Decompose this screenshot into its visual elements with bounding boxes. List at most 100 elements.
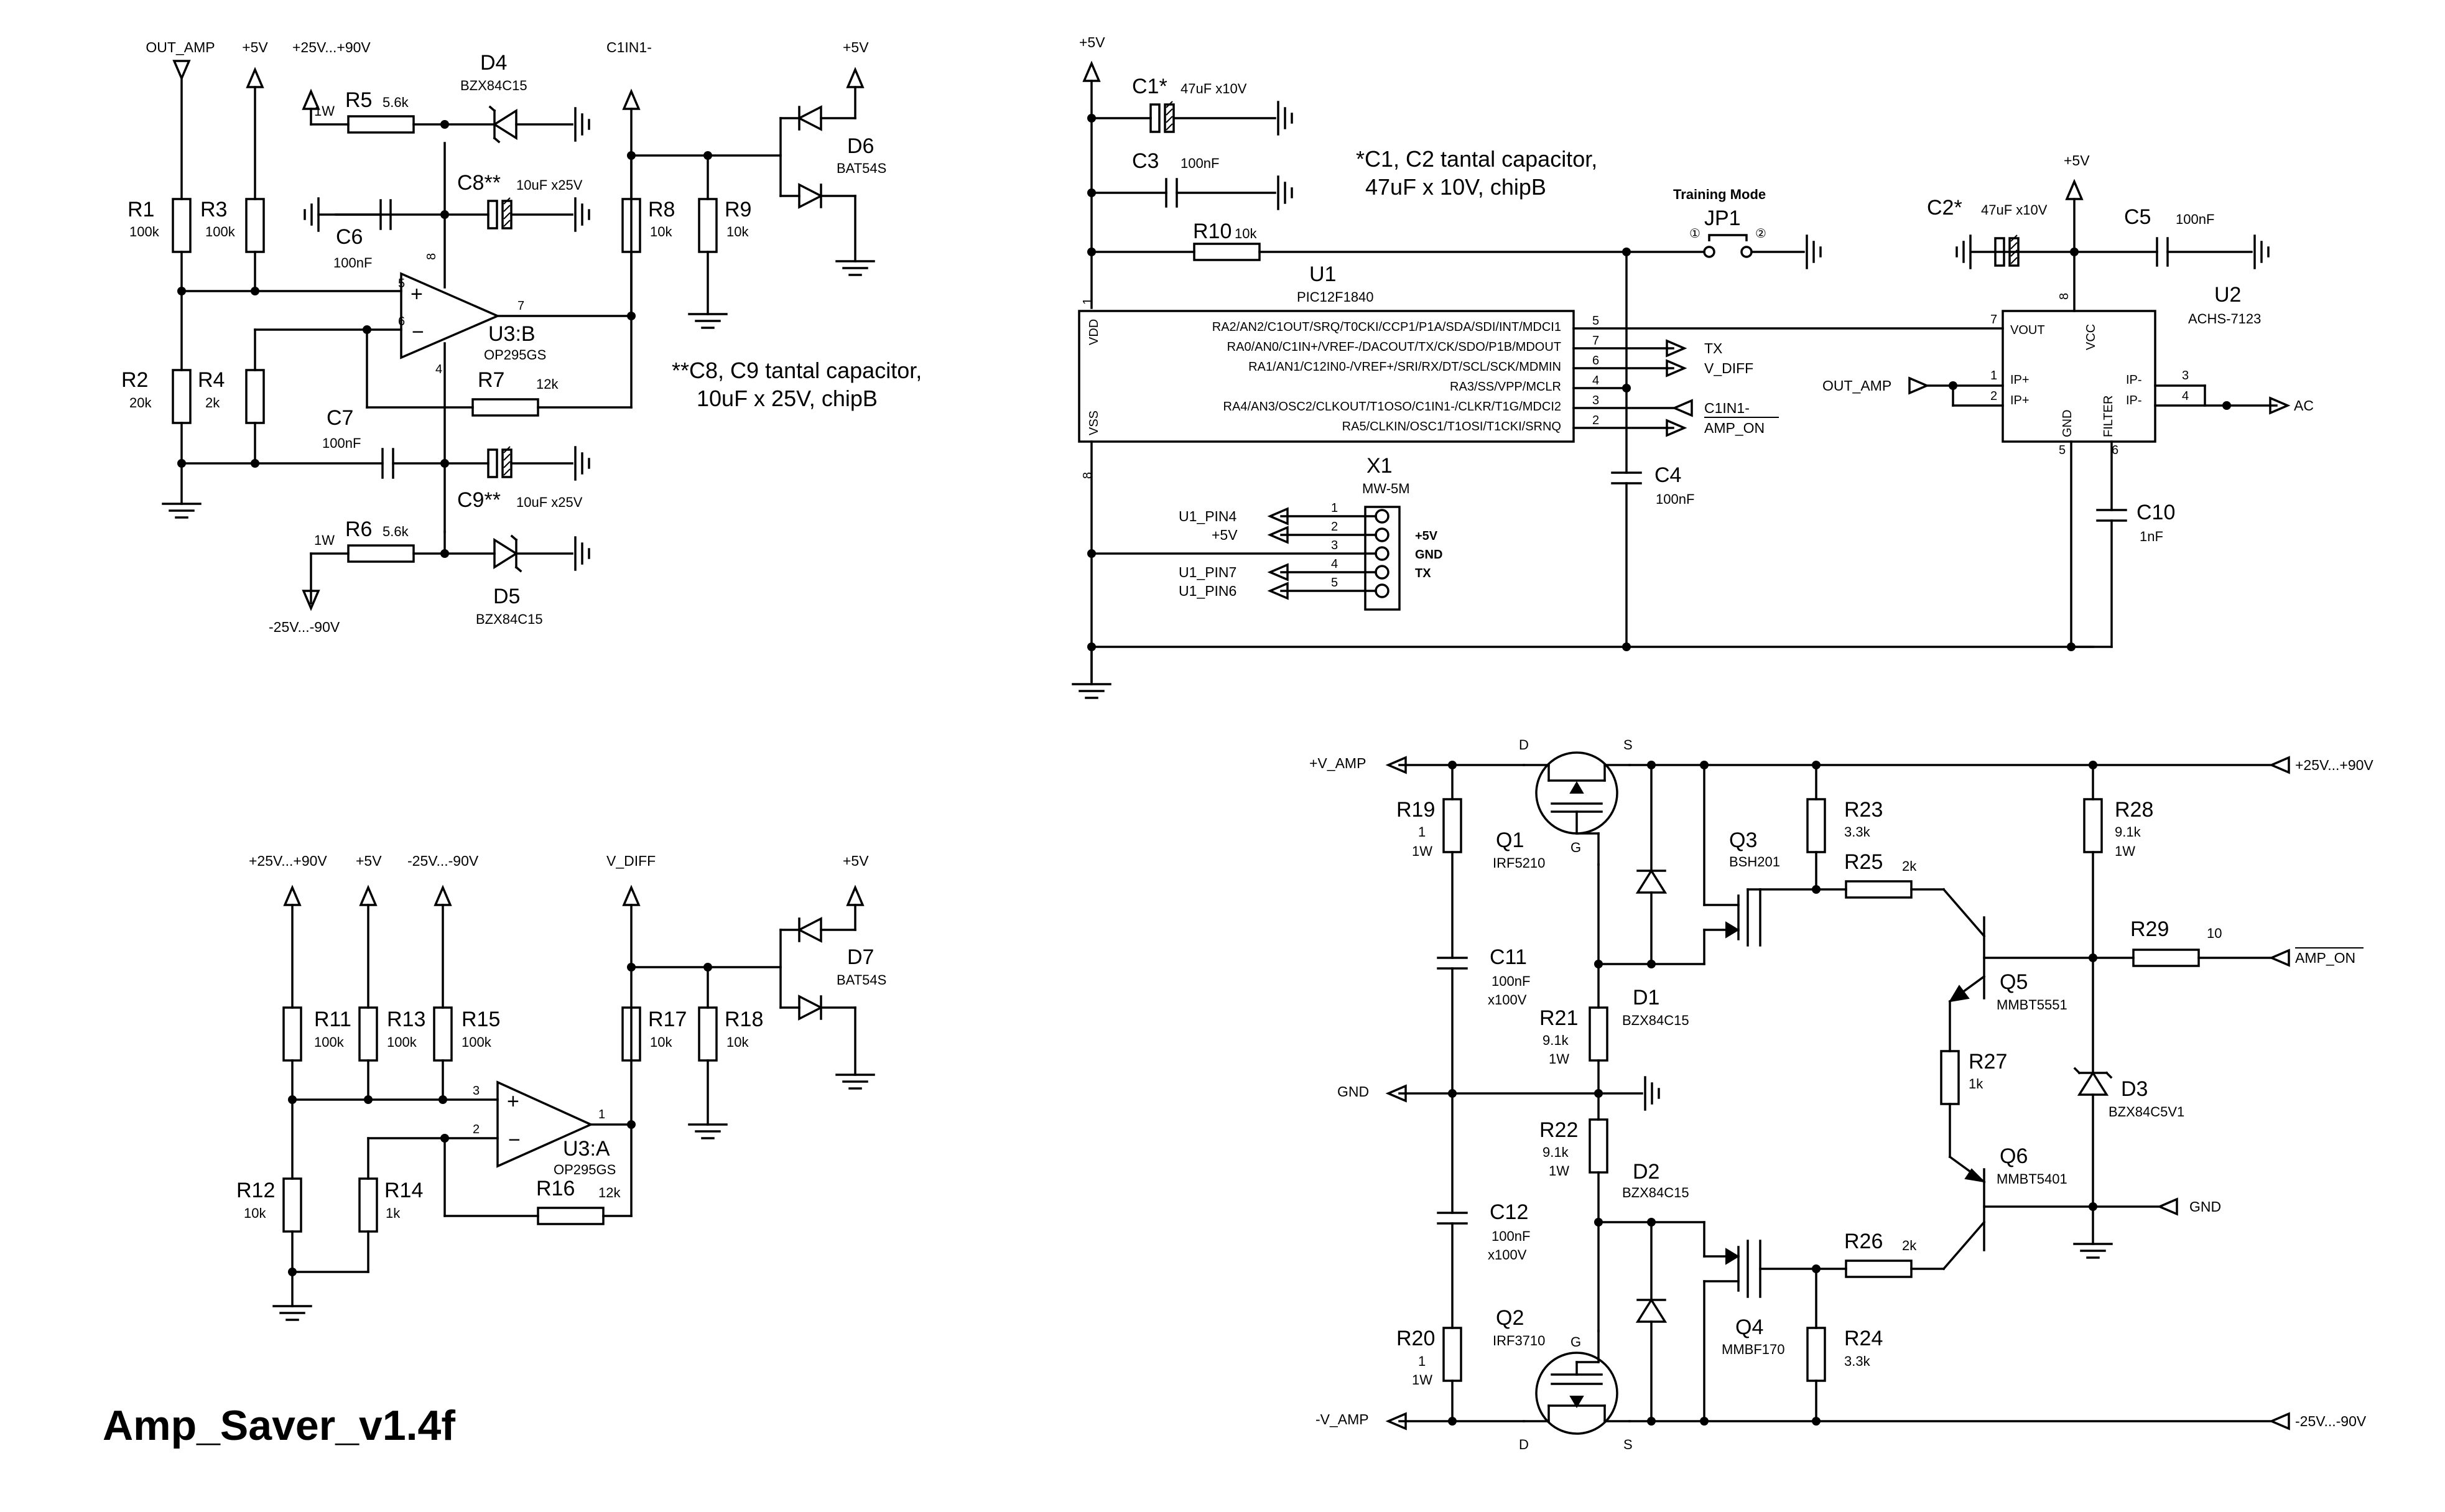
label-text: 5.6k (383, 95, 409, 110)
connector-x1 (1364, 506, 1401, 611)
label-text: 100k (129, 224, 160, 239)
block-u3b: OUT_AMP R1 100k R2 20k +5V R3 100k R4 2k… (121, 39, 922, 635)
label-text: 8 (1081, 472, 1095, 479)
label-text: Q1 (1496, 828, 1524, 852)
label-text: 10uF x 25V, chipB (697, 386, 878, 411)
label-text: D4 (480, 51, 507, 75)
label-text: C4 (1654, 463, 1681, 487)
label-text: AC (2294, 397, 2314, 414)
label-text: 1W (1549, 1051, 1569, 1067)
label-text: 10uF x25V (516, 177, 583, 193)
label-text: R28 (2115, 798, 2153, 822)
label-text: PIC12F1840 (1297, 289, 1374, 305)
label-text: 100k (387, 1034, 417, 1050)
label-text: R26 (1844, 1230, 1883, 1253)
label-text: 1W (1412, 1372, 1432, 1388)
label-text: R4 (198, 368, 225, 392)
label-text: 100k (205, 224, 236, 239)
label-text: U1 (1309, 262, 1336, 286)
label-text: 2k (205, 395, 220, 410)
label-text: U2 (2214, 283, 2241, 307)
label-text: U1_PIN4 (1179, 508, 1237, 524)
label-text: 1 (598, 1108, 605, 1121)
label-text: 3 (473, 1084, 480, 1098)
label-text: +25V...+90V (2295, 757, 2373, 773)
label-text: R17 (648, 1008, 687, 1031)
resistor-r3 (245, 198, 265, 253)
label-text: C3 (1132, 149, 1159, 173)
label-text: 3 (2182, 369, 2189, 383)
label-text: 1 (1081, 298, 1095, 305)
diode-d6b (798, 183, 824, 209)
label-text: 100nF (322, 435, 361, 451)
label-text: 1W (1412, 843, 1432, 859)
zener-d4 (492, 108, 517, 141)
label-text: 1W (2115, 843, 2135, 859)
label-text: *C1, C2 tantal capacitor, (1356, 146, 1597, 172)
label-text: RA5/CLKIN/OSC1/T1OSI/T1CKI/SRNQ (1342, 420, 1561, 434)
label-text: 47uF x 10V, chipB (1365, 174, 1546, 200)
label-text: X1 (1366, 454, 1393, 478)
label-text: x100V (1488, 1247, 1527, 1263)
resistor-r10 (1193, 243, 1261, 261)
resistor-r4 (245, 369, 265, 424)
label-text: C10 (2136, 501, 2175, 524)
label-text: MW-5M (1362, 481, 1410, 496)
label-text: 100nF (1492, 973, 1530, 989)
label-text: Q4 (1735, 1315, 1763, 1339)
label-text: MMBT5551 (1997, 997, 2067, 1013)
label-text: C7 (327, 406, 353, 430)
label-text: − (508, 1128, 521, 1152)
label-text: 100k (462, 1034, 492, 1050)
label-text: ACHS-7123 (2188, 311, 2261, 327)
label-text: 2 (1990, 389, 1997, 403)
label-text: +5V (843, 853, 869, 869)
label-text: +5V (1212, 527, 1238, 543)
label-text: 7 (1990, 313, 1997, 327)
label-text: Q2 (1496, 1306, 1524, 1330)
label-text: D (1519, 1437, 1529, 1452)
label-text: 1 (1418, 1353, 1426, 1369)
label-text: D3 (2121, 1077, 2148, 1101)
label-text: VCC (2084, 324, 2098, 350)
label-text: RA1/AN1/C12IN0-/VREF+/SRI/RX/DT/SCL/SCK/… (1248, 360, 1561, 374)
resistor-r5 (347, 115, 415, 134)
label-text: D6 (847, 134, 874, 158)
label-text: RA4/AN3/OSC2/CLKOUT/T1OSO/C1IN1-/CLKR/T1… (1223, 400, 1561, 414)
label-text: ② (1755, 227, 1766, 241)
label-text: 1k (1969, 1076, 1983, 1092)
label-text: R12 (236, 1179, 275, 1202)
label-text: IP- (2126, 394, 2142, 407)
label-text: +V_AMP (1309, 755, 1366, 771)
label-text: BSH201 (1729, 854, 1780, 870)
label-text: BZX84C15 (460, 78, 527, 93)
label-text: C5 (2124, 205, 2151, 229)
label-text: 8 (2058, 293, 2071, 300)
label-text: RA3/SS/VPP/MCLR (1450, 380, 1561, 394)
label-text: +5V (1415, 529, 1438, 543)
label-text: 1W (314, 532, 335, 548)
label-text: 100nF (2176, 211, 2214, 227)
label-text: RA2/AN2/C1OUT/SRQ/T0CKI/CCP1/P1A/SDA/SDI… (1212, 320, 1561, 334)
label-text: + (411, 282, 423, 306)
label-text: 10 (2207, 925, 2222, 941)
label-text: -25V...-90V (2295, 1413, 2367, 1429)
label-text: Q5 (2000, 970, 2028, 994)
label-text: 2 (1592, 414, 1599, 427)
label-text: 10k (726, 224, 749, 239)
label-text: S (1623, 737, 1633, 753)
label-text: 1 (1990, 369, 1997, 383)
label-text: R13 (387, 1008, 425, 1031)
label-text: U3:A (563, 1137, 610, 1161)
label-text: + (507, 1090, 519, 1113)
label-text: C1IN1- (606, 39, 652, 55)
label-text: 4 (1331, 557, 1338, 571)
label-text: R24 (1844, 1327, 1883, 1350)
zener-d5 (493, 537, 519, 570)
label-text: R23 (1844, 798, 1883, 822)
label-text: 6 (2112, 443, 2118, 457)
label-text: U3:B (488, 322, 536, 346)
label-text: Q6 (2000, 1144, 2028, 1168)
label-text: IP- (2126, 373, 2142, 387)
